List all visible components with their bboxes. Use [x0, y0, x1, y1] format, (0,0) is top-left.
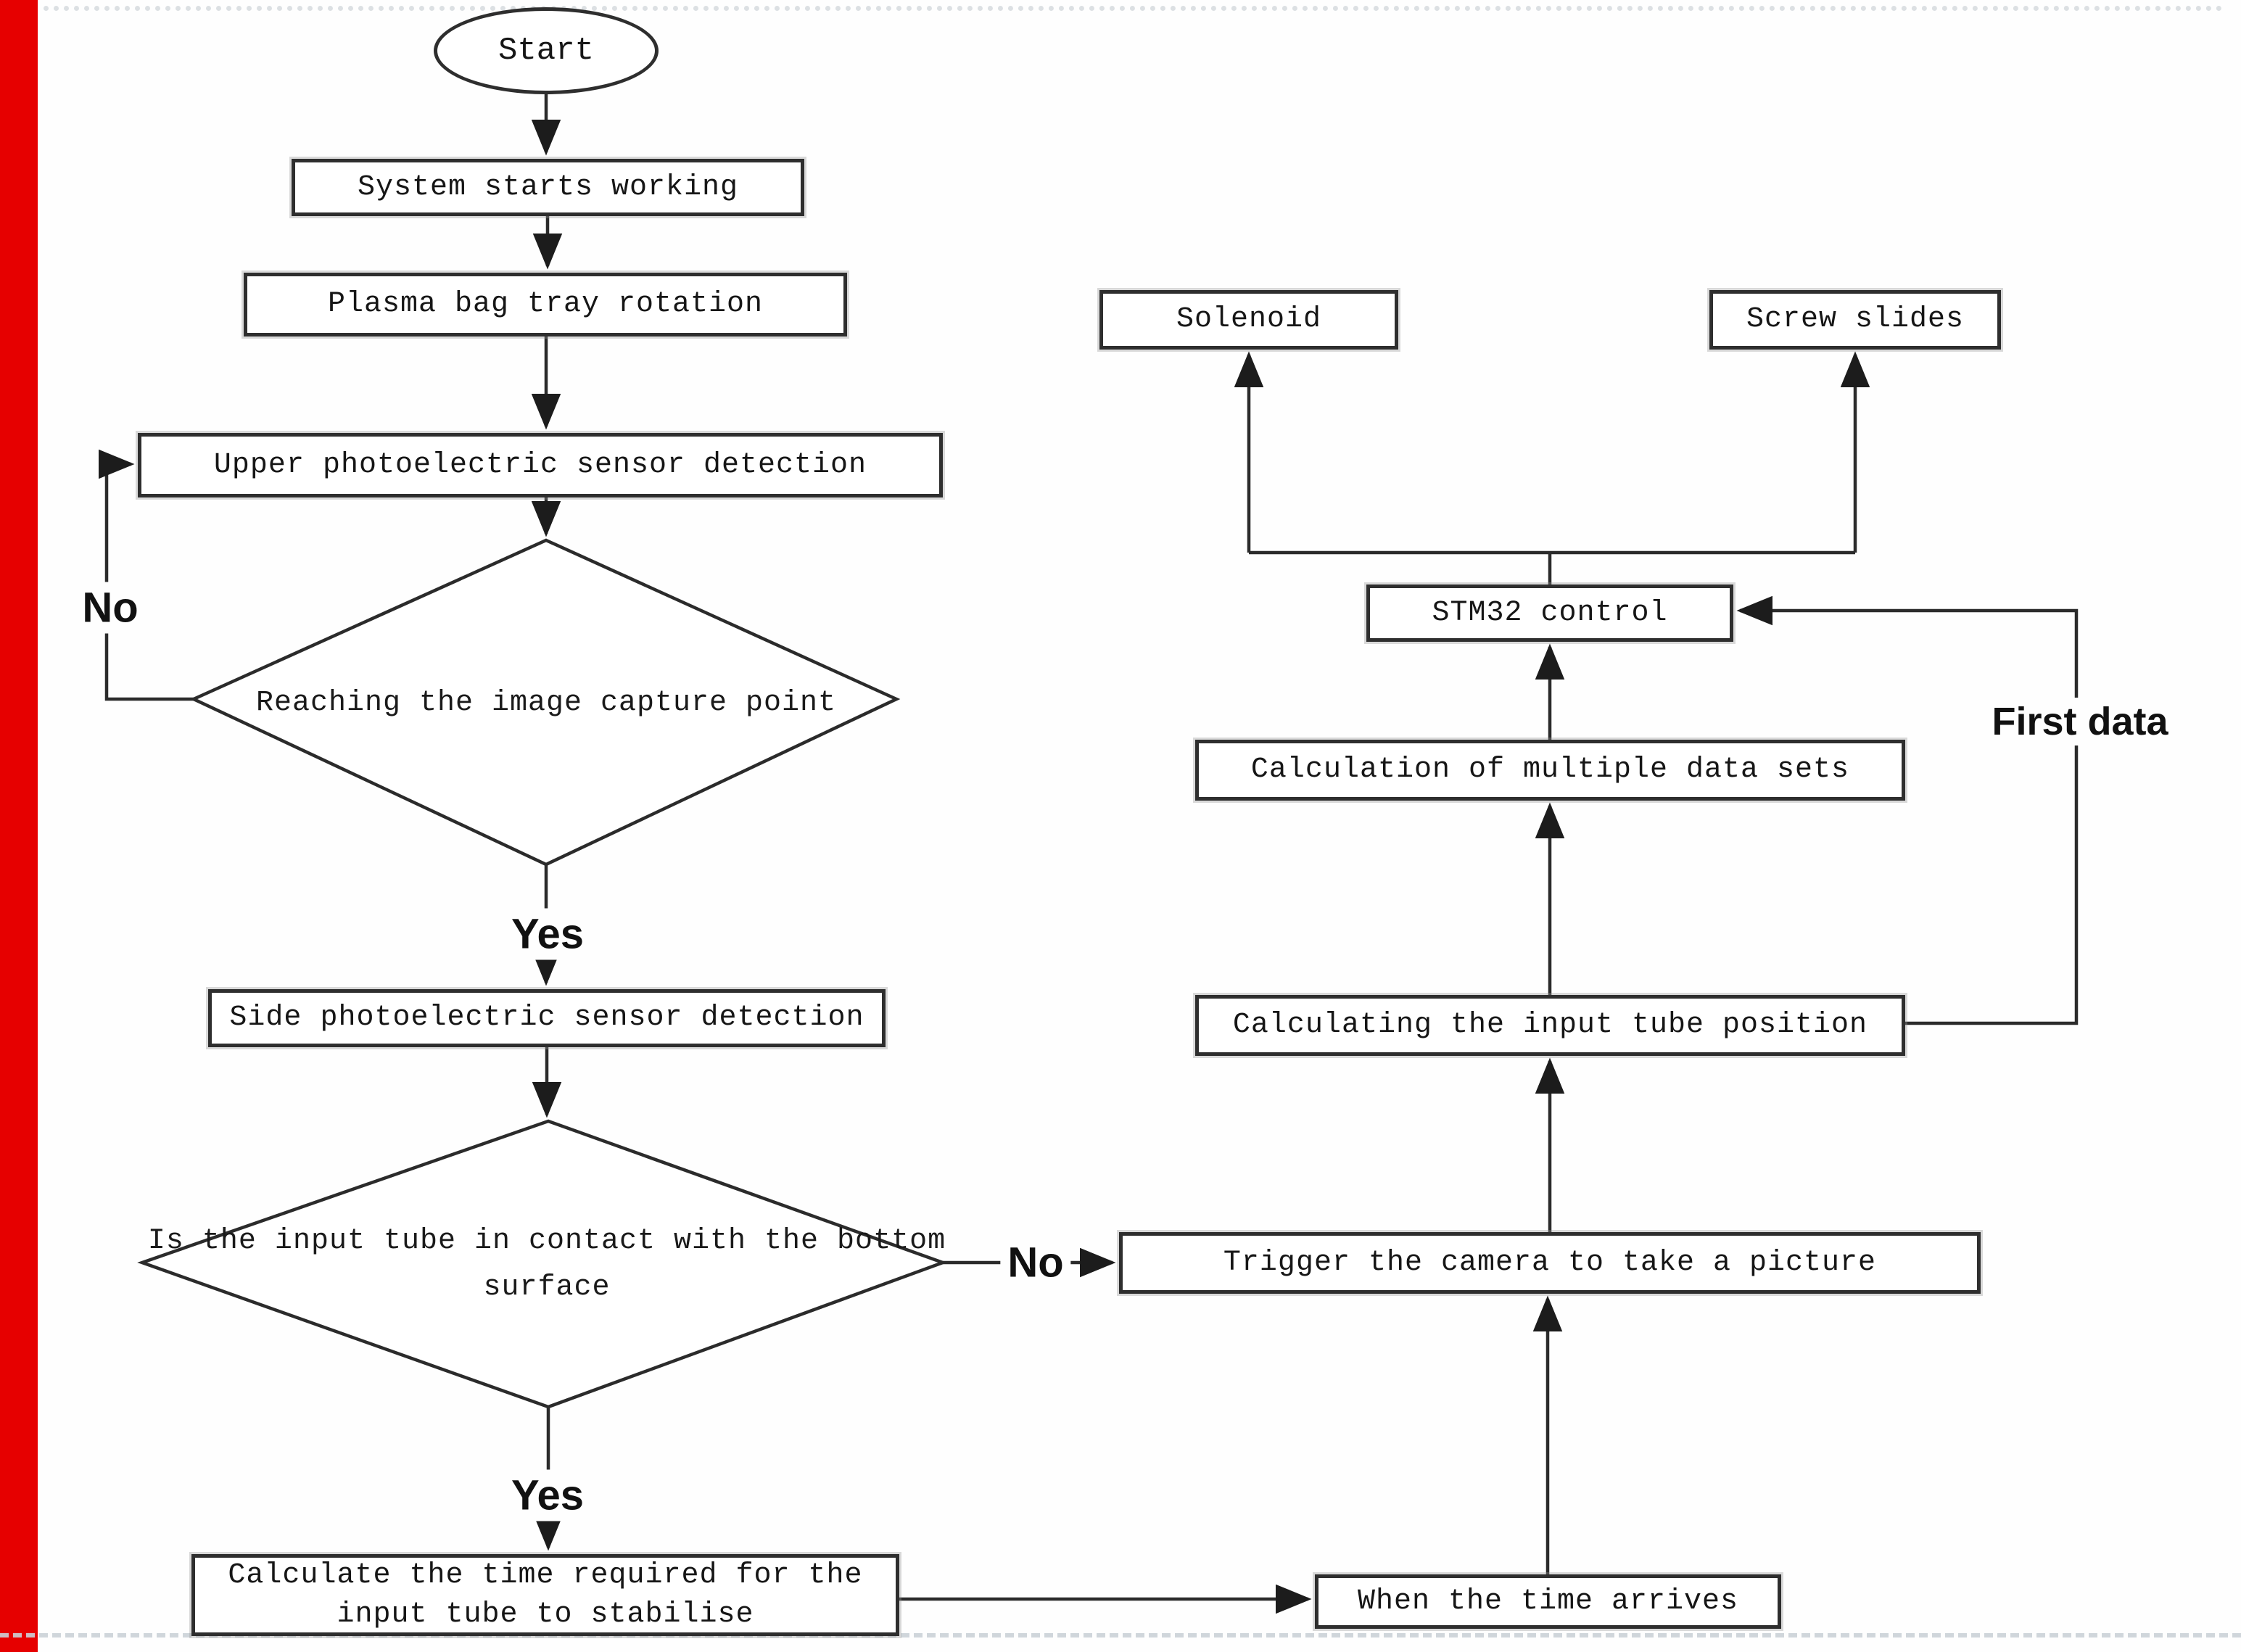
scan-artifact-bottom [0, 1633, 2241, 1637]
edge-first-data [1736, 595, 2079, 1025]
node-label: Calculation of multiple data sets [1250, 753, 1850, 786]
node-screw-slides: Screw slides [1709, 290, 2001, 350]
node-solenoid: Solenoid [1099, 290, 1398, 350]
start-terminal: Start [434, 7, 659, 94]
node-label: Plasma bag tray rotation [327, 288, 764, 321]
node-calc-tube-position: Calculating the input tube position [1195, 995, 1905, 1056]
edge-label-yes-capture: Yes [504, 908, 591, 960]
node-label: Calculate the time required for the inpu… [228, 1558, 863, 1631]
node-label: Calculating the input tube position [1232, 1009, 1868, 1041]
decision-tube-contact-text: Is the input tube in contact with the bo… [147, 1225, 946, 1304]
edge-label-yes-contact: Yes [504, 1469, 591, 1521]
edge-no-loop [99, 449, 194, 701]
node-label: When the time arrives [1357, 1585, 1739, 1618]
node-calc-stabilise-time: Calculate the time required for the inpu… [191, 1554, 899, 1636]
node-label: Screw slides [1746, 303, 1965, 336]
edge-label-first-data: First data [1984, 698, 2176, 746]
left-accent-bar [0, 0, 38, 1652]
node-stm32: STM32 control [1366, 585, 1733, 642]
node-side-sensor: Side photoelectric sensor detection [208, 989, 886, 1047]
node-time-arrives: When the time arrives [1315, 1574, 1781, 1629]
start-label: Start [498, 33, 595, 69]
node-label: System starts working [357, 170, 739, 204]
scan-artifact-top [44, 6, 2223, 11]
node-plasma-bag: Plasma bag tray rotation [244, 273, 847, 336]
node-system-starts: System starts working [292, 159, 804, 216]
node-label: Upper photoelectric sensor detection [213, 448, 867, 482]
node-trigger-camera: Trigger the camera to take a picture [1119, 1232, 1981, 1294]
node-upper-sensor: Upper photoelectric sensor detection [138, 433, 943, 497]
decision-capture-point-text: Reaching the image capture point [255, 687, 837, 719]
node-label: Side photoelectric sensor detection [229, 1001, 864, 1034]
node-label: Trigger the camera to take a picture [1223, 1246, 1877, 1279]
node-label: STM32 control [1432, 596, 1668, 629]
node-calc-multiple-sets: Calculation of multiple data sets [1195, 740, 1905, 801]
node-label: Solenoid [1176, 303, 1322, 336]
edge-label-no-capture: No [75, 582, 146, 634]
edge-label-no-contact: No [1000, 1236, 1071, 1289]
